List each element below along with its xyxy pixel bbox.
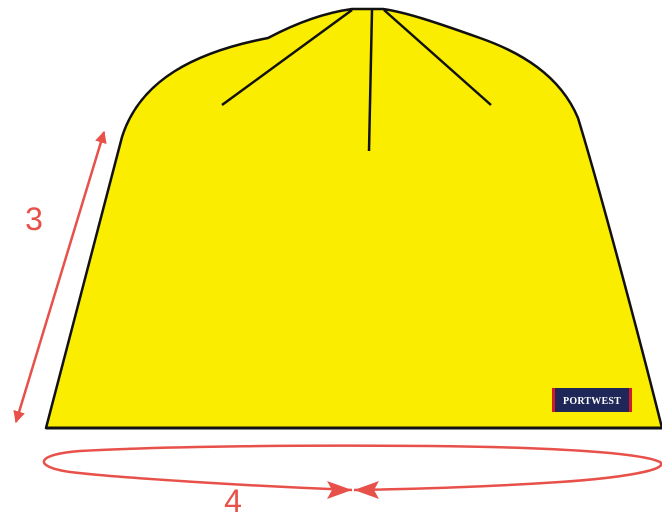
- beanie-body: [44, 7, 662, 430]
- height-measure-arrow: [13, 130, 107, 424]
- crown-seam-center: [367, 9, 374, 152]
- brand-name: PORTWEST: [563, 396, 621, 407]
- crown-seam-right: [383, 9, 492, 106]
- circumference-measure-label: 4: [224, 483, 242, 516]
- brand-label: PORTWEST: [552, 388, 632, 412]
- circumference-arrowhead-right: [354, 481, 379, 499]
- circumference-measure-loop: [42, 444, 662, 492]
- circumference-arrowhead-left: [327, 481, 352, 499]
- height-measure-label: 3: [25, 201, 43, 237]
- brand-label-background: [552, 388, 632, 412]
- crown-seam-left: [221, 8, 353, 107]
- brand-label-accent: [552, 388, 555, 412]
- brand-label-accent-right: [629, 388, 632, 412]
